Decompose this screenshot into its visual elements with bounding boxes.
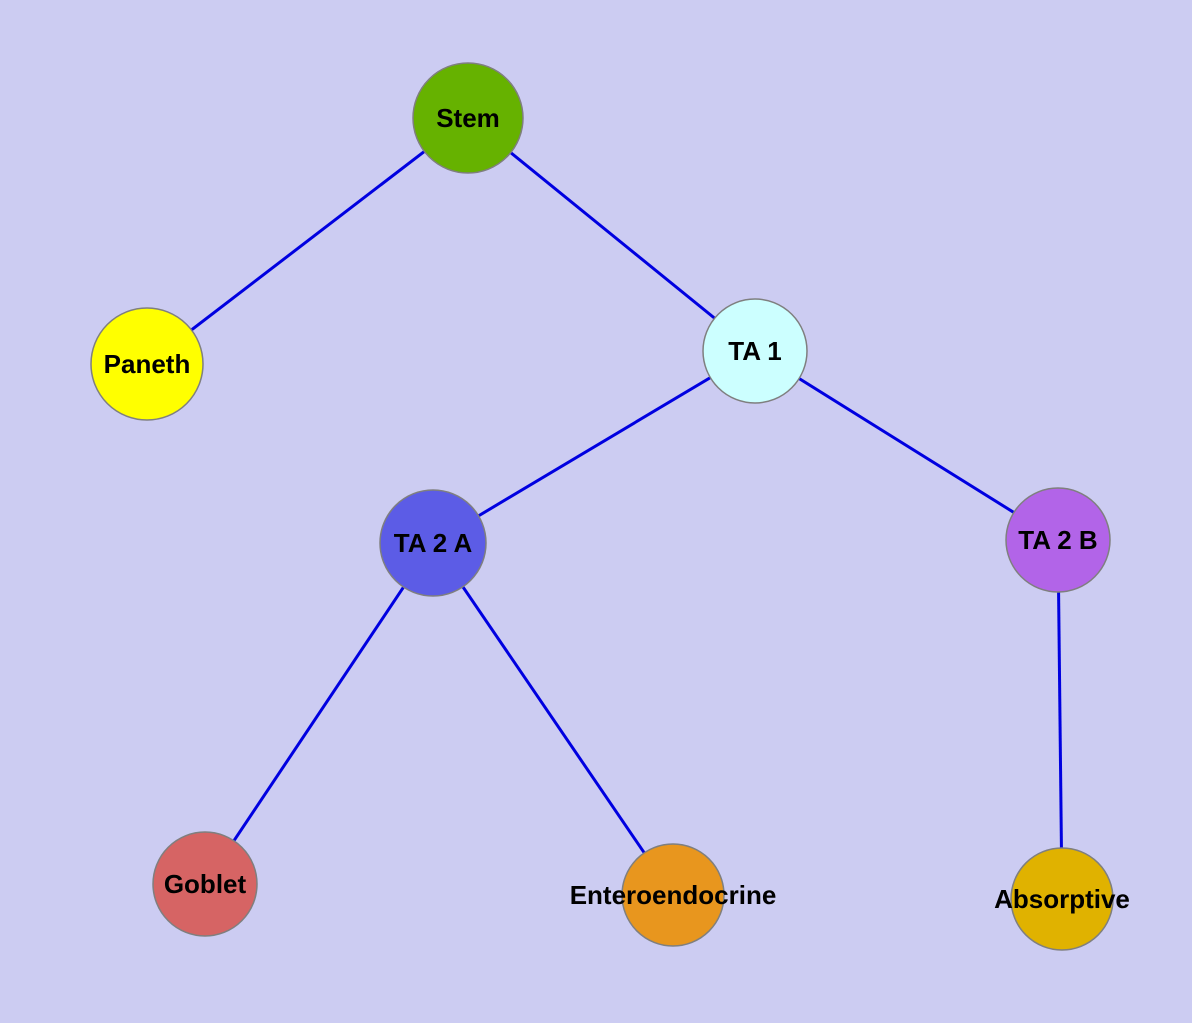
node-absorptive <box>1010 847 1114 951</box>
edge-ta2a-enteroendocrine <box>431 542 675 896</box>
node-ta2a <box>379 489 487 597</box>
edge-stem-ta1 <box>467 116 756 353</box>
node-ta2b <box>1005 487 1111 593</box>
edge-ta1-ta2b <box>754 349 1059 542</box>
edge-ta1-ta2a <box>432 349 756 545</box>
node-enteroendocrine <box>621 843 725 947</box>
node-paneth <box>90 307 204 421</box>
node-stem <box>412 62 524 174</box>
edges-layer <box>146 116 1064 900</box>
edge-ta2a-goblet <box>203 542 435 885</box>
nodes-layer <box>90 62 1114 951</box>
node-ta1 <box>702 298 808 404</box>
node-goblet <box>152 831 258 937</box>
edge-stem-paneth <box>146 116 469 366</box>
edge-ta2b-absorptive <box>1056 539 1064 900</box>
